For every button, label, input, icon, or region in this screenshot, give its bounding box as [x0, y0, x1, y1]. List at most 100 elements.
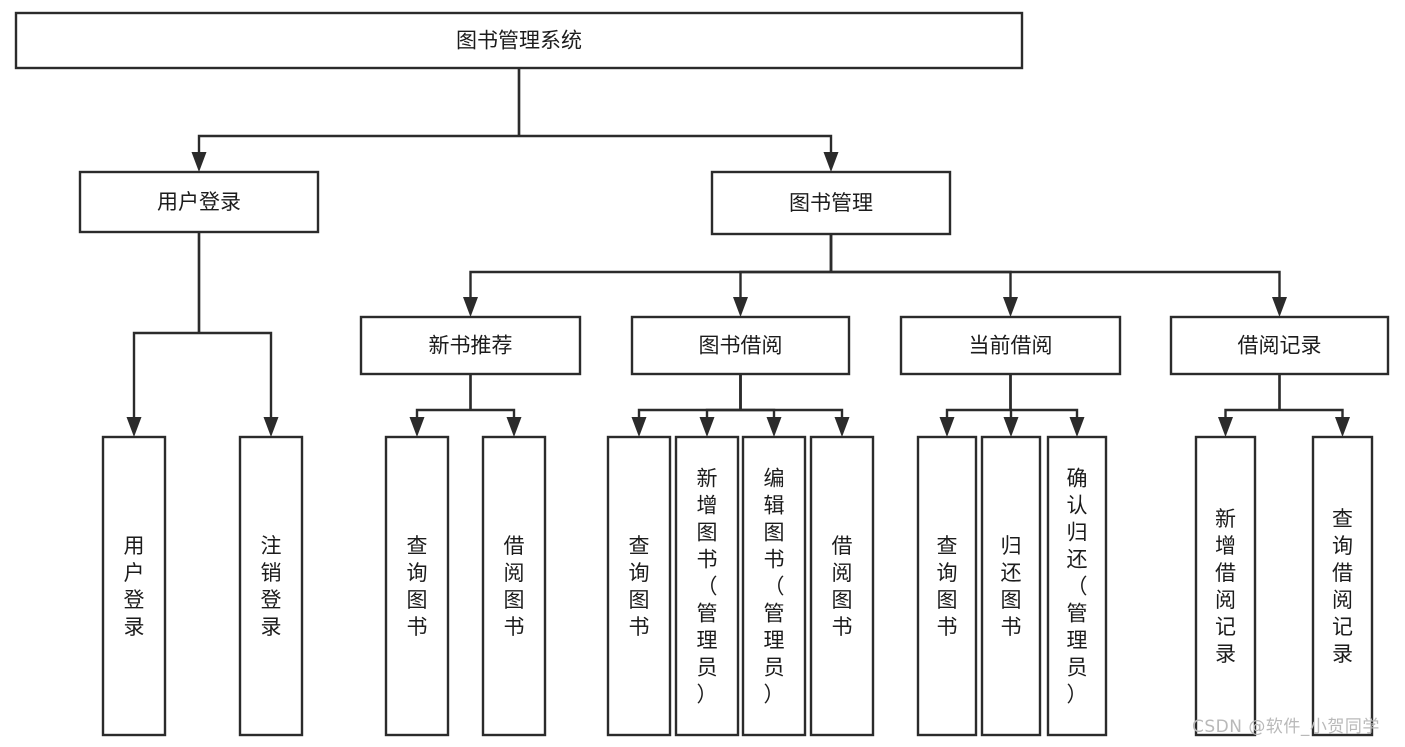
node-leaf-add-record[interactable]: 新增借阅记录 [1194, 435, 1257, 737]
node-box[interactable] [674, 435, 740, 737]
node-label: 编辑图书（管理员） [764, 467, 785, 707]
edge-arrowhead [1003, 417, 1019, 437]
node-label: 新增借阅记录 [1215, 507, 1236, 666]
node-label: 新增图书（管理员） [697, 467, 718, 707]
node-leaf-query-book-1[interactable]: 查询图书 [384, 435, 450, 737]
node-leaf-query-book-2[interactable]: 查询图书 [606, 435, 672, 737]
node-box[interactable] [1046, 435, 1108, 737]
node-user-login[interactable]: 用户登录 [78, 170, 320, 234]
edge-run [415, 408, 471, 417]
node-label: 用户登录 [157, 190, 241, 214]
node-box[interactable] [606, 435, 672, 737]
edge-book-manage-to-book-borrow [733, 234, 833, 317]
node-label: 图书借阅 [699, 334, 783, 358]
edge-arrowhead [1003, 297, 1018, 317]
edge-book-borrow-to-leaf-borrow-book-2 [739, 374, 850, 437]
node-root[interactable]: 图书管理系统 [14, 11, 1024, 70]
edge-book-manage-to-new-book-rec [463, 234, 833, 317]
node-box[interactable] [238, 435, 304, 737]
edge-arrowhead [263, 417, 279, 437]
node-box[interactable] [916, 435, 978, 737]
node-leaf-add-book[interactable]: 新增图书（管理员） [674, 435, 740, 737]
node-leaf-return-book[interactable]: 归还图书 [980, 435, 1042, 737]
node-box[interactable] [1169, 315, 1390, 376]
node-book-borrow[interactable]: 图书借阅 [630, 315, 851, 376]
node-box[interactable] [1194, 435, 1257, 737]
edge-run [132, 331, 199, 417]
node-leaf-query-book-3[interactable]: 查询图书 [916, 435, 978, 737]
edge-run [831, 270, 1012, 297]
edge-run [740, 408, 844, 417]
node-book-manage[interactable]: 图书管理 [710, 170, 952, 236]
edge-arrowhead [191, 152, 207, 172]
edge-run [1279, 408, 1344, 417]
edge-book-borrow-to-leaf-edit-book [739, 374, 782, 437]
edge-root-to-user-login [191, 68, 521, 172]
node-box[interactable] [359, 315, 582, 376]
nodes-layer: 图书管理系统用户登录图书管理新书推荐图书借阅当前借阅借阅记录用户登录注销登录查询… [14, 11, 1390, 737]
node-label: 注销登录 [261, 534, 282, 639]
node-label: 借阅图书 [832, 534, 853, 639]
edge-run [197, 134, 519, 152]
edge-arrowhead [409, 417, 425, 437]
node-leaf-borrow-book-1[interactable]: 借阅图书 [481, 435, 547, 737]
edge-current-borrow-to-leaf-confirm-return [1009, 374, 1085, 437]
edge-run [945, 408, 1011, 417]
edge-current-borrow-to-leaf-query-book-3 [939, 374, 1012, 437]
node-leaf-edit-book[interactable]: 编辑图书（管理员） [741, 435, 807, 737]
edge-arrowhead [823, 152, 839, 172]
edge-arrowhead [699, 417, 715, 437]
node-leaf-confirm-return[interactable]: 确认归还（管理员） [1046, 435, 1108, 737]
node-label: 查询图书 [629, 534, 650, 639]
edge-arrowhead [939, 417, 955, 437]
edge-book-borrow-to-leaf-add-book [699, 374, 742, 437]
node-label: 查询图书 [937, 534, 958, 639]
node-box[interactable] [710, 170, 952, 236]
edge-book-manage-to-current-borrow [829, 234, 1018, 317]
node-leaf-borrow-book-2[interactable]: 借阅图书 [809, 435, 875, 737]
edge-run [705, 408, 741, 417]
node-new-book-rec[interactable]: 新书推荐 [359, 315, 582, 376]
edge-book-borrow-to-leaf-query-book-2 [631, 374, 742, 437]
edge-run [199, 331, 273, 417]
node-box[interactable] [481, 435, 547, 737]
edge-run [1224, 408, 1280, 417]
node-leaf-user-logout[interactable]: 注销登录 [238, 435, 304, 737]
edges-layer [126, 68, 1350, 437]
edge-new-book-rec-to-leaf-borrow-book-1 [469, 374, 522, 437]
node-box[interactable] [384, 435, 450, 737]
edge-arrowhead [1335, 417, 1350, 437]
node-box[interactable] [980, 435, 1042, 737]
node-borrow-record[interactable]: 借阅记录 [1169, 315, 1390, 376]
edge-arrowhead [766, 417, 782, 437]
edge-arrowhead [126, 417, 142, 437]
edge-book-manage-to-borrow-record [829, 234, 1287, 317]
node-box[interactable] [14, 11, 1024, 70]
node-label: 确认归还（管理员） [1067, 467, 1088, 707]
edge-arrowhead [1218, 417, 1233, 437]
edge-run [1010, 408, 1079, 417]
node-box[interactable] [741, 435, 807, 737]
edge-borrow-record-to-leaf-add-record [1218, 374, 1281, 437]
node-label: 图书管理系统 [456, 29, 582, 53]
node-box[interactable] [1311, 435, 1374, 737]
node-label: 查询图书 [407, 534, 428, 639]
edge-user-login-to-leaf-user-login [126, 232, 201, 437]
node-leaf-user-login[interactable]: 用户登录 [101, 435, 167, 737]
edge-root-to-book-manage [517, 68, 839, 172]
node-leaf-query-record[interactable]: 查询借阅记录 [1311, 435, 1374, 737]
node-box[interactable] [78, 170, 320, 234]
node-label: 图书管理 [789, 191, 873, 215]
edge-arrowhead [834, 417, 850, 437]
edge-arrowhead [1069, 417, 1085, 437]
node-box[interactable] [630, 315, 851, 376]
node-box[interactable] [101, 435, 167, 737]
node-box[interactable] [899, 315, 1122, 376]
node-box[interactable] [809, 435, 875, 737]
edge-arrowhead [506, 417, 522, 437]
node-current-borrow[interactable]: 当前借阅 [899, 315, 1122, 376]
edge-run [470, 408, 516, 417]
node-label: 用户登录 [124, 534, 145, 639]
